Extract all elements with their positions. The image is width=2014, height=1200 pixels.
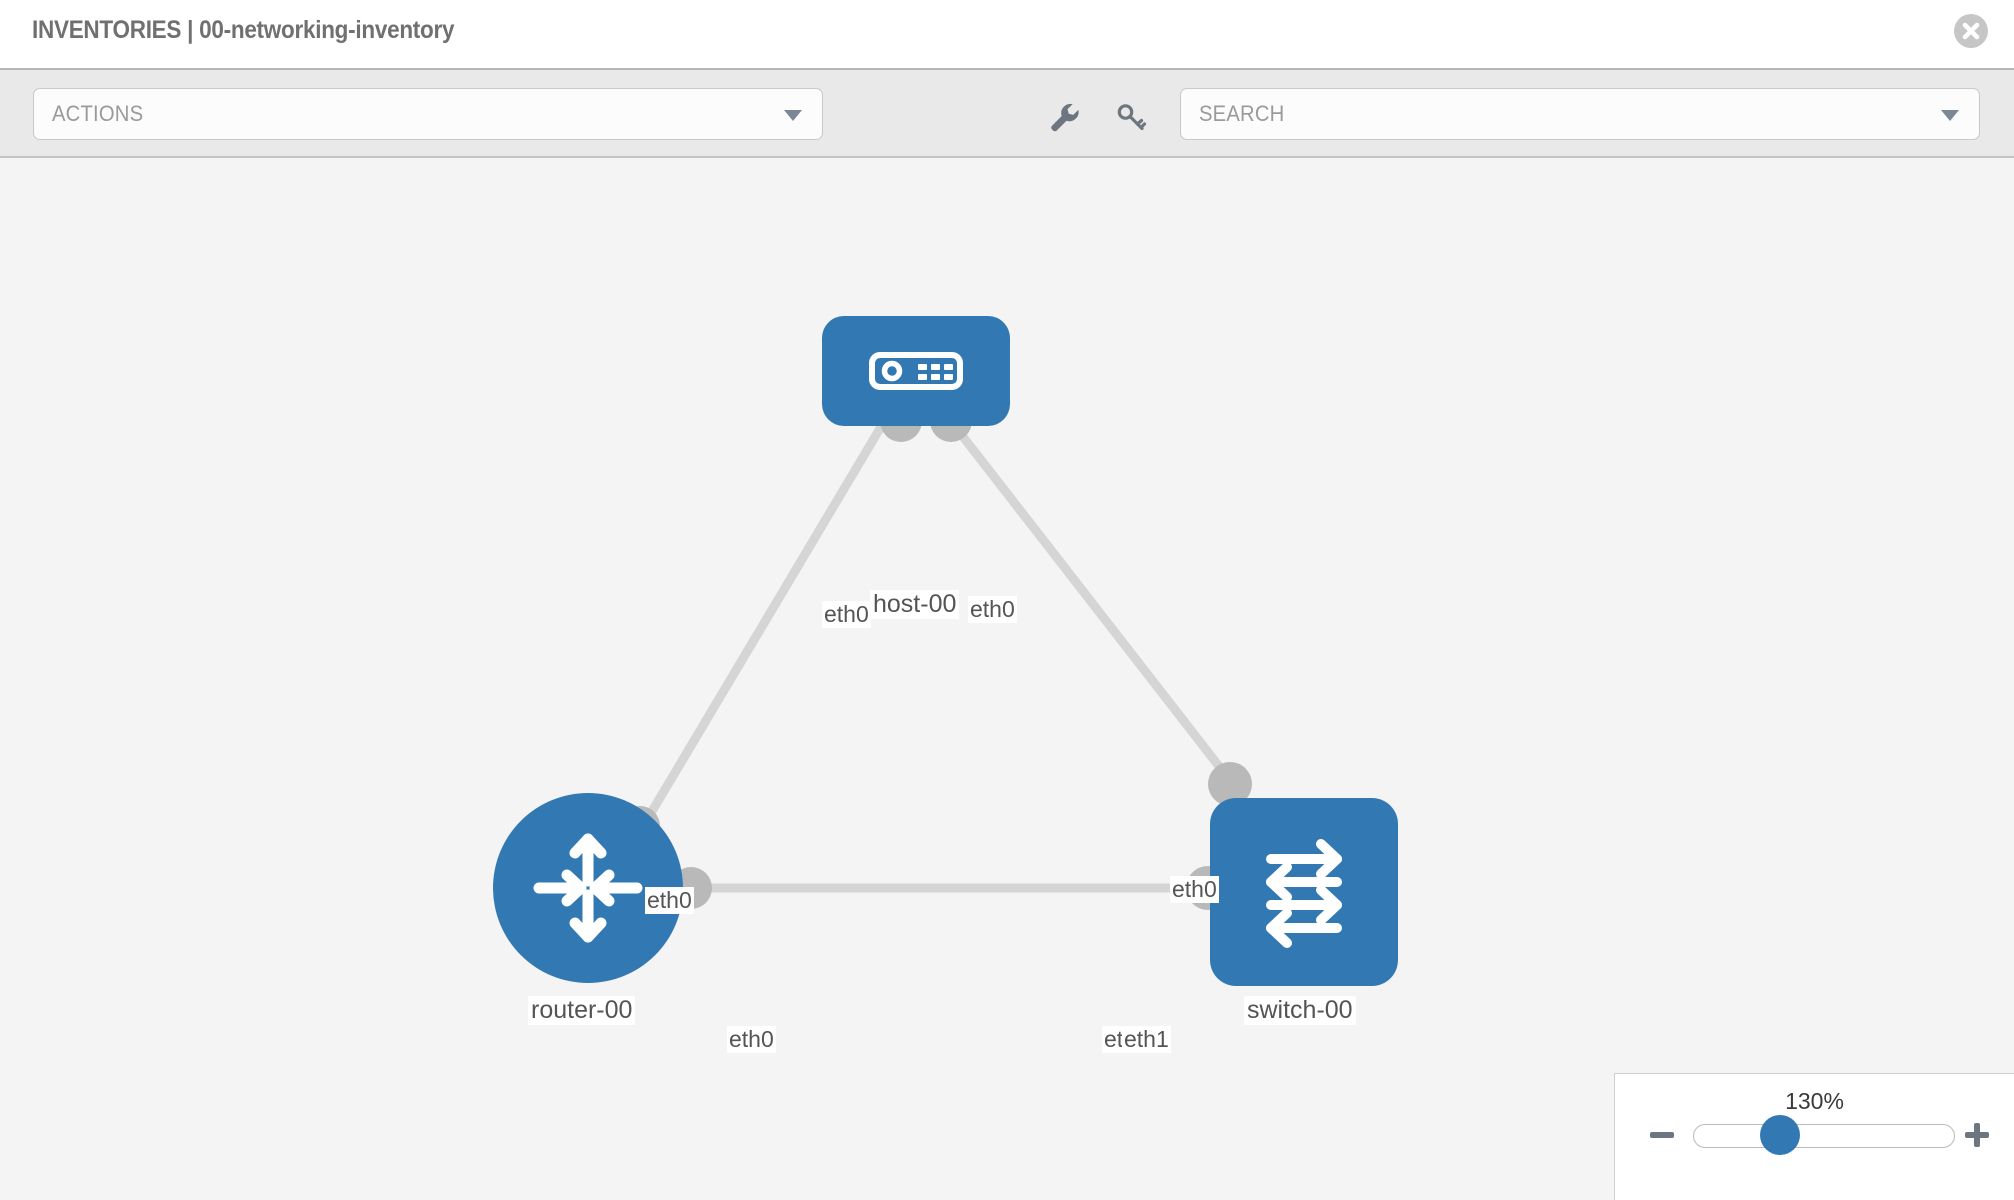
wrench-icon[interactable] [1047,100,1081,134]
topology-links [644,417,1236,893]
actions-dropdown-label: ACTIONS [52,101,144,126]
node-host-shape [822,316,1010,426]
search-placeholder: SEARCH [1199,101,1285,126]
actions-dropdown[interactable]: ACTIONS [33,88,823,140]
toolbar: ACTIONS SEARCH [0,70,2014,158]
if-label-router-right: eth0 [727,1026,776,1053]
page-header: INVENTORIES | 00-networking-inventory [0,0,2014,70]
zoom-out-button[interactable] [1647,1120,1677,1150]
close-icon[interactable] [1954,14,1988,48]
if-label-switch-left: eth1 [1122,1026,1171,1053]
zoom-slider-track[interactable] [1693,1124,1955,1148]
chevron-down-icon [1941,110,1959,121]
if-label-host-left: eth0 [822,601,871,628]
if-label-switch-upper: eth0 [1170,876,1219,903]
node-host-label: host-00 [870,590,960,619]
search-input[interactable]: SEARCH [1180,88,1980,140]
if-label-router-upper: eth0 [645,887,694,914]
node-switch-00[interactable] [1210,798,1398,986]
page-title: INVENTORIES | 00-networking-inventory [32,16,455,44]
zoom-control[interactable]: 130% [1614,1073,2014,1200]
zoom-level-label: 130% [1785,1088,1844,1114]
link-host-switch [946,417,1236,786]
chevron-down-icon [784,110,802,121]
node-router-label: router-00 [528,996,636,1025]
zoom-in-button[interactable] [1962,1120,1992,1150]
link-host-router [644,417,889,821]
zoom-slider-thumb[interactable] [1760,1115,1800,1155]
key-icon[interactable] [1114,100,1148,134]
topology-canvas[interactable]: host-00 [0,158,2014,1200]
node-host-00[interactable] [822,316,1010,426]
if-label-host-right: eth0 [968,596,1017,623]
node-switch-label: switch-00 [1244,996,1356,1025]
node-switch-shape [1210,798,1398,986]
